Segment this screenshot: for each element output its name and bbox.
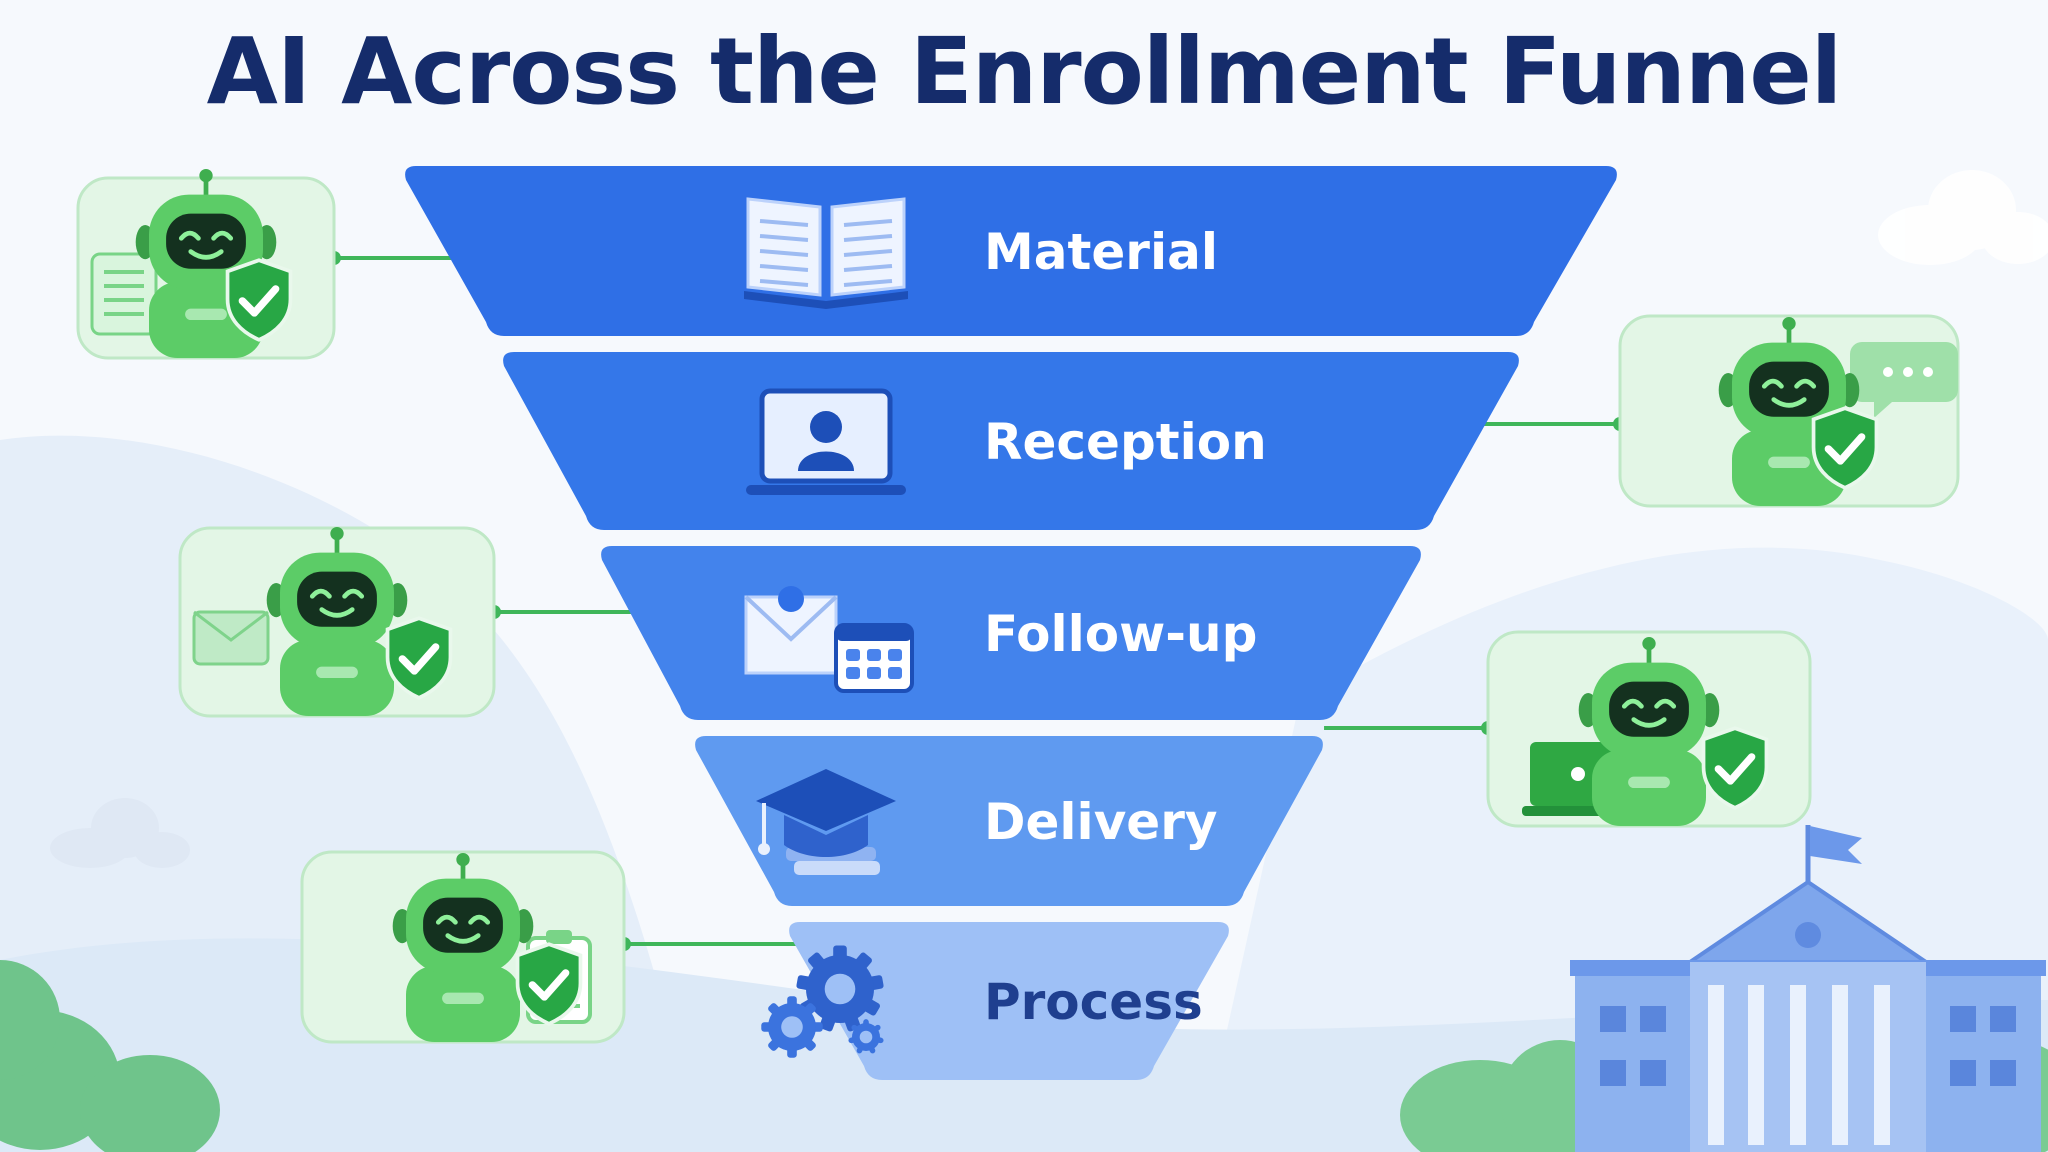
graduation-cap-books-icon xyxy=(756,769,896,875)
open-book-icon xyxy=(744,197,908,309)
stage-label: Material xyxy=(984,223,1218,281)
funnel-stage-follow-up: Follow-up xyxy=(601,546,1421,720)
page-title: AI Across the Enrollment Funnel xyxy=(206,18,1843,125)
connector-follow-up xyxy=(487,605,637,619)
gears-icon xyxy=(761,945,884,1058)
document-icon xyxy=(90,252,158,336)
stage-label: Follow-up xyxy=(984,605,1257,663)
ai-assistants xyxy=(76,169,1960,1044)
ai-assistant-card-delivery xyxy=(1486,630,1812,828)
stage-label: Process xyxy=(984,973,1203,1031)
funnel-band xyxy=(789,922,1229,1080)
cloud-icon xyxy=(50,798,190,868)
envelope-icon xyxy=(192,610,270,666)
cloud-icon xyxy=(1878,170,2048,265)
connector-reception xyxy=(1478,417,1627,431)
ai-assistant-card-process xyxy=(300,850,626,1044)
funnel-band xyxy=(405,166,1617,336)
stage-label: Reception xyxy=(984,413,1267,471)
ai-assistant-card-follow-up xyxy=(178,527,496,718)
stage-label: Delivery xyxy=(984,793,1217,851)
bush-icon xyxy=(0,960,220,1152)
funnel-band xyxy=(601,546,1421,720)
chat-bubble-icon xyxy=(1850,342,1958,418)
funnel-stage-material: Material xyxy=(405,166,1617,336)
envelope-calendar-icon xyxy=(744,586,914,693)
funnel-stage-delivery: Delivery xyxy=(695,736,1323,906)
university-building-icon xyxy=(1570,825,2046,1152)
laptop-user-icon xyxy=(746,388,906,495)
funnel-stage-reception: Reception xyxy=(503,352,1519,530)
ai-assistant-card-material xyxy=(76,169,336,360)
connector-material xyxy=(327,251,456,265)
ai-assistant-card-reception xyxy=(1618,314,1960,508)
funnel: MaterialReceptionFollow-upDeliveryProces… xyxy=(405,166,1617,1080)
funnel-stage-process: Process xyxy=(761,922,1229,1080)
